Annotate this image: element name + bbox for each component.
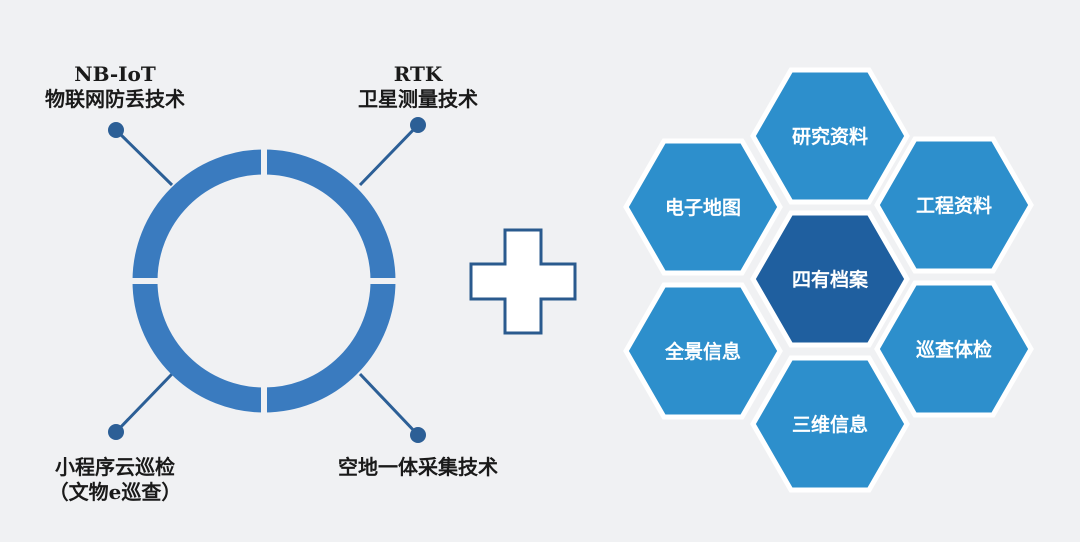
label-nbiot-title: NB-IoT xyxy=(74,62,156,86)
label-rtk-title: RTK xyxy=(393,62,443,86)
connector-dot-bottom-right xyxy=(410,427,426,443)
hex-lower-left-label: 全景信息 xyxy=(664,340,741,363)
connector-dot-top-right xyxy=(410,117,426,133)
connector-lines xyxy=(108,117,426,443)
plus-sign xyxy=(469,228,577,335)
label-nbiot: NB-IoT 物联网防丢技术 xyxy=(30,62,200,112)
hex-upper-left-label: 电子地图 xyxy=(665,196,741,219)
segmented-ring xyxy=(123,140,405,422)
hex-bottom-label: 三维信息 xyxy=(792,413,868,436)
hex-upper-right-label: 工程资料 xyxy=(916,194,992,217)
label-air-ground-title: 空地一体采集技术 xyxy=(338,455,498,479)
connector-bottom-left xyxy=(114,372,174,434)
label-mini-program-title: 小程序云巡检 xyxy=(55,455,175,479)
label-mini-program: 小程序云巡检 （文物e巡查） xyxy=(30,455,200,505)
ring-gap-left xyxy=(123,278,159,284)
ring-gap-right xyxy=(369,278,405,284)
hex-lower-right xyxy=(874,280,1034,418)
label-mini-program-subtitle: （文物e巡查） xyxy=(48,480,182,504)
connector-dot-bottom-left xyxy=(108,424,124,440)
connector-bottom-right xyxy=(358,372,420,437)
label-nbiot-subtitle: 物联网防丢技术 xyxy=(45,87,185,111)
hex-upper-left xyxy=(623,138,783,276)
hex-lower-right-label: 巡查体检 xyxy=(916,338,992,361)
ring-gap-top xyxy=(261,140,267,176)
connector-dot-top-left xyxy=(108,122,124,138)
hex-top xyxy=(750,67,910,205)
hex-upper-right xyxy=(874,136,1034,274)
hex-top-label: 研究资料 xyxy=(792,125,868,148)
hex-lower-left xyxy=(623,282,783,420)
connector-top-right xyxy=(358,123,420,187)
label-air-ground: 空地一体采集技术 xyxy=(310,455,526,480)
hex-bottom xyxy=(750,355,910,493)
connector-top-left xyxy=(114,128,174,187)
honeycomb: 研究资料 电子地图 工程资料 四有档案 全景信息 巡查体检 三维信息 xyxy=(623,67,1034,493)
ring-gap-bottom xyxy=(261,386,267,422)
hex-center xyxy=(750,210,910,348)
hex-center-label: 四有档案 xyxy=(792,268,869,291)
label-rtk: RTK 卫星测量技术 xyxy=(333,62,503,112)
ring xyxy=(132,149,396,413)
label-rtk-subtitle: 卫星测量技术 xyxy=(358,87,478,111)
